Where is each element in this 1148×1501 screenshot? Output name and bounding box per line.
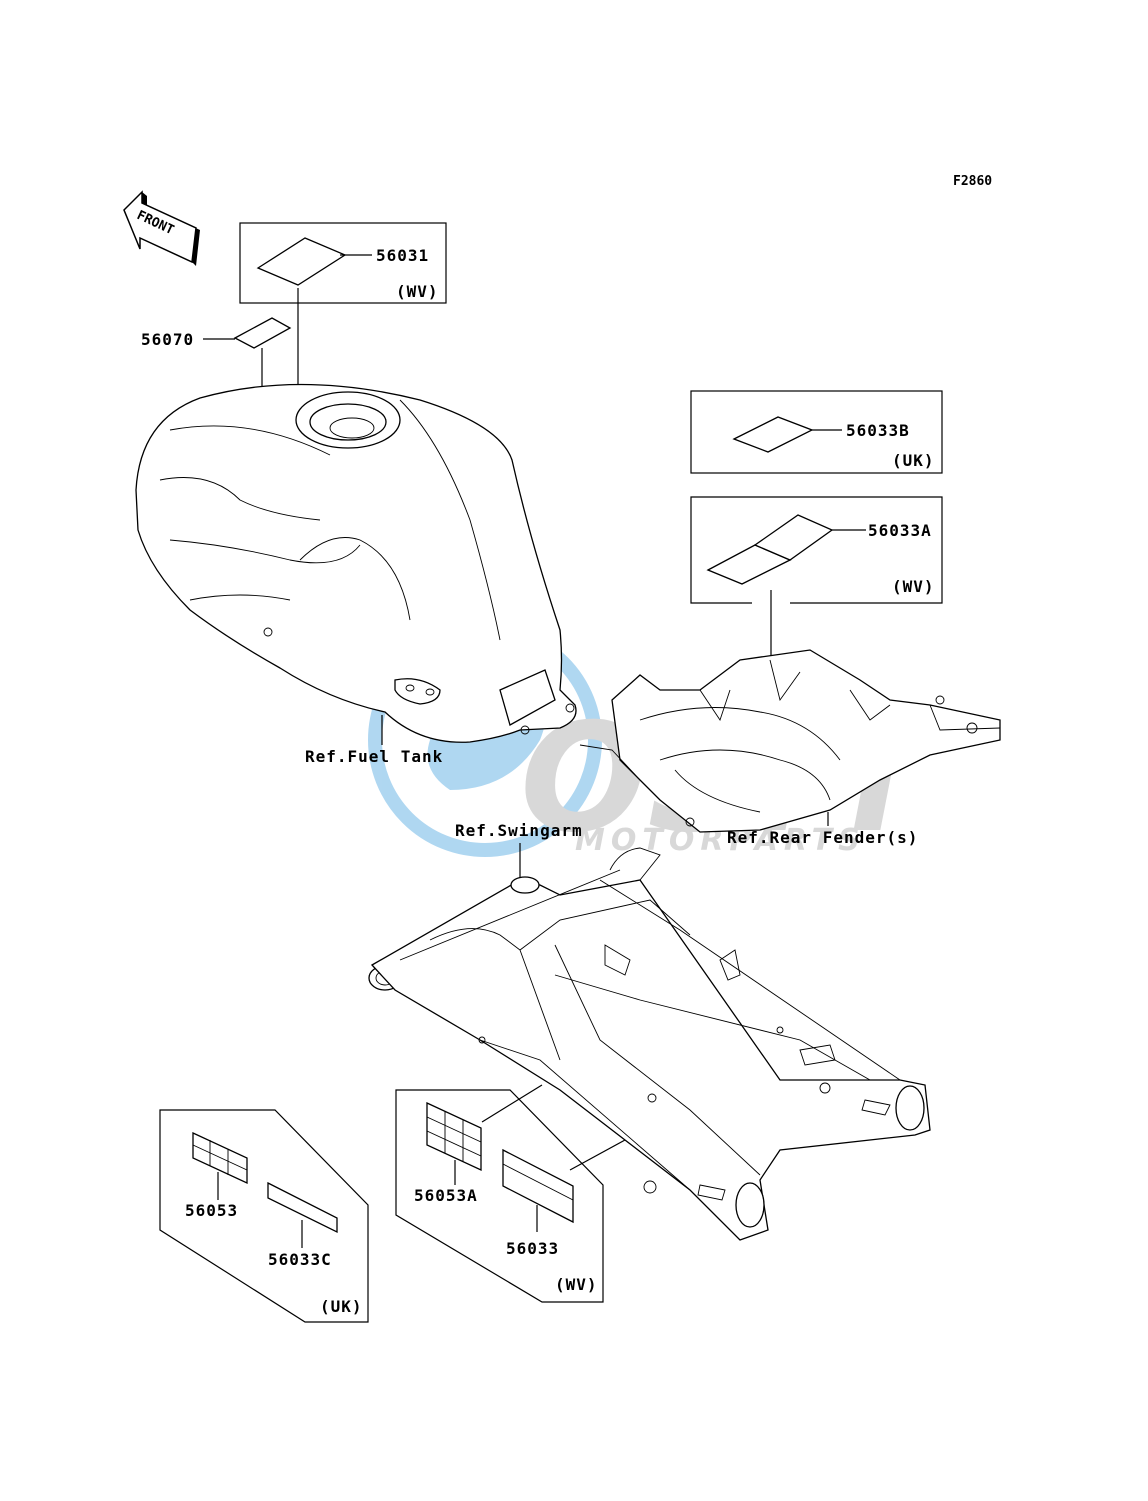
ref-swingarm: Ref.Swingarm [455, 821, 583, 840]
part-56031-variant: (WV) [396, 282, 439, 301]
part-56070: 56070 [141, 330, 194, 349]
label-56070-group: 56070 [141, 317, 292, 392]
label-56033B-group: 56033B (UK) [690, 390, 943, 474]
part-56033: 56033 [506, 1239, 559, 1258]
figure-code: F2860 [953, 174, 992, 189]
label-group-uk: 56053 56033C (UK) [159, 1109, 369, 1323]
part-56033B: 56033B [846, 421, 910, 440]
part-56033B-variant: (UK) [892, 451, 935, 470]
part-56031: 56031 [376, 246, 429, 265]
part-56033C: 56033C [268, 1250, 332, 1269]
group-uk-variant: (UK) [320, 1297, 363, 1316]
part-56033A-variant: (WV) [892, 577, 935, 596]
fuel-tank [135, 383, 577, 743]
ref-fuel-tank: Ref.Fuel Tank [305, 747, 443, 766]
front-arrow-icon: FRONT [123, 190, 200, 266]
group-wv-variant: (WV) [555, 1275, 598, 1294]
part-56033A: 56033A [868, 521, 932, 540]
swingarm [368, 847, 931, 1241]
label-56033A-group: 56033A (WV) [690, 496, 943, 712]
label-56031-group: 56031 (WV) [239, 222, 447, 390]
label-group-wv: 56053A 56033 (WV) [395, 1089, 604, 1303]
part-56053: 56053 [185, 1201, 238, 1220]
rear-fender [579, 649, 1001, 833]
part-56053A: 56053A [414, 1186, 478, 1205]
ref-rear-fender: Ref.Rear Fender(s) [727, 828, 918, 847]
